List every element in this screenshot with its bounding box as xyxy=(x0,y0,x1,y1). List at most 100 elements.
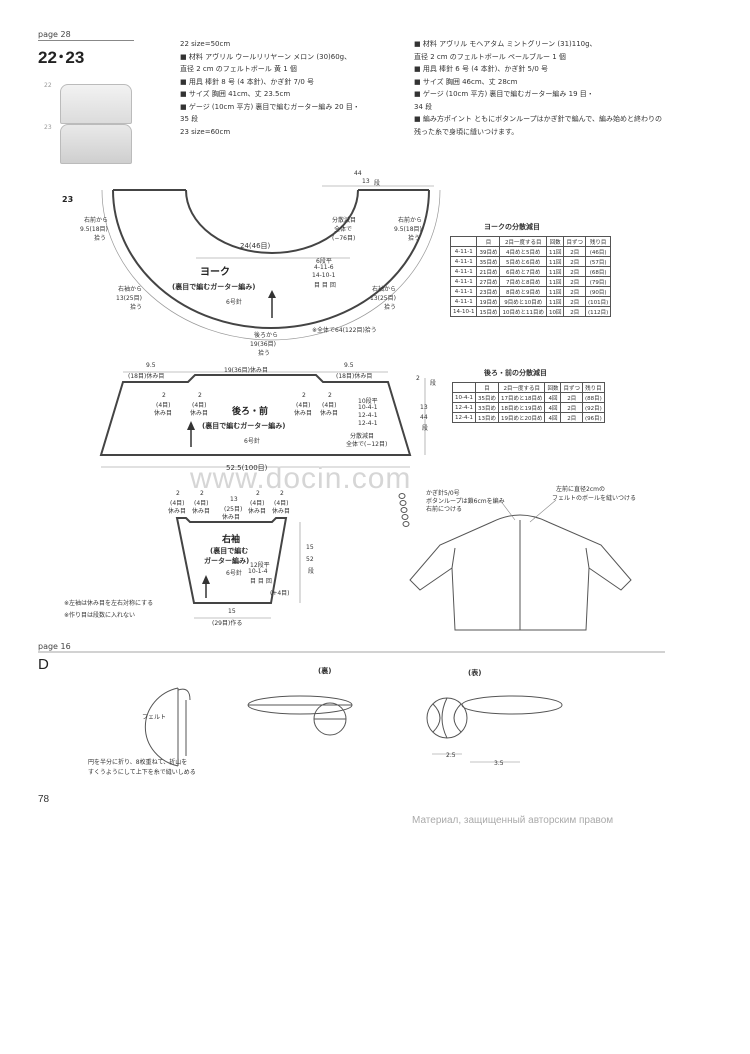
sleeve-side-a: 15 xyxy=(306,544,314,551)
table-cell: 2目 xyxy=(563,246,586,257)
sleeve-method-2: ガーター編み) xyxy=(204,557,250,565)
table-cell: 6目めと7目め xyxy=(499,266,547,277)
body-rest-num: 2 xyxy=(162,392,166,399)
spec-line: ■ 編み方ポイント ともにボタンループはかぎ針で編んで、編み始めと終わりの残った… xyxy=(414,115,663,136)
yoke-left-front-2: 9.5(18目) xyxy=(80,226,108,233)
sleeve-needle: 6号針 xyxy=(226,570,242,577)
body-rest-num: 2 xyxy=(328,392,332,399)
body-side-e: 段 xyxy=(422,425,429,432)
yoke-top-width: 24(46目) xyxy=(240,242,271,250)
table-header-cell xyxy=(452,382,476,393)
felt-dim-a: 2.5 xyxy=(446,752,456,759)
body-table-title: 後ろ・前の分散減目 xyxy=(484,369,547,377)
section-d-page-reference: page 16 xyxy=(38,642,71,651)
table-cell: (90目) xyxy=(584,286,612,297)
table-cell: (79目) xyxy=(584,276,612,287)
table-cell: 4目めと5目め xyxy=(499,246,547,257)
yoke-total-note: ※全体で64(122目)拾う xyxy=(312,327,377,334)
body-method: (裏目で編むガーター編み) xyxy=(202,422,286,430)
body-rest-sts: (4目) xyxy=(192,402,207,409)
yoke-name: ヨーク xyxy=(200,267,230,278)
yoke-rows-2: 4-11-6 xyxy=(314,264,334,271)
body-rest-label: 休み目 xyxy=(294,410,313,417)
yoke-left-sleeve-2: 13(25目) xyxy=(116,295,142,302)
body-rows-1: 10段平 xyxy=(358,398,378,405)
table-cell: 2目 xyxy=(563,256,586,267)
table-cell: 4-11-1 xyxy=(449,286,478,297)
table-cell: 11回 xyxy=(545,296,565,307)
jacket-23-thumbnail xyxy=(60,124,132,164)
section-23-label: 23 xyxy=(62,195,74,204)
body-name: 後ろ・前 xyxy=(232,407,269,417)
spec-line: 22 size=50cm xyxy=(180,40,231,48)
ball-note-1: 左前に直径2cmの xyxy=(556,486,605,493)
body-rest-sts: (4目) xyxy=(296,402,311,409)
table-cell: 9目めと10目め xyxy=(499,296,547,307)
table-cell: 4-11-1 xyxy=(449,266,478,277)
yoke-right-sleeve-1: 右袖から xyxy=(372,286,397,293)
table-cell: 17目めと18目め xyxy=(497,392,546,403)
table-cell: 4回 xyxy=(544,392,562,403)
table-cell: 11回 xyxy=(545,266,565,277)
loop-note-1: かぎ針5/0号 xyxy=(426,490,460,497)
loop-leader-line xyxy=(499,499,516,521)
sleeve-side-c: 段 xyxy=(308,568,315,575)
yoke-top-dim-b: 44 xyxy=(354,170,362,177)
front-label: (表) xyxy=(468,669,482,677)
yoke-needle: 6号針 xyxy=(226,299,242,306)
table-cell: (92目) xyxy=(582,402,605,413)
spec-line: ■ 用具 棒針 6 号 (4 本針)、かぎ針 5/0 号 xyxy=(414,65,549,73)
ball-note-2: フェルトのボールを縫いつける xyxy=(552,495,637,502)
body-top-right-a: 9.5 xyxy=(344,362,354,369)
sleeve-top-2: (4目) xyxy=(274,500,289,507)
table-header-cell: 目 xyxy=(476,236,501,247)
table-cell: 2目 xyxy=(563,306,586,317)
body-arrow-head xyxy=(187,421,195,430)
spec-line: ■ サイズ 胸囲 46cm、丈 28cm xyxy=(414,77,518,86)
table-header-cell: 回数 xyxy=(545,236,565,247)
sleeve-method-1: (裏目で編む xyxy=(210,547,249,555)
table-cell: 2目 xyxy=(563,276,586,287)
table-header-cell: 残り目 xyxy=(584,236,612,247)
table-header-cell: 2目一度する目 xyxy=(499,236,547,247)
sleeve-top-3: 休み目 xyxy=(168,508,187,515)
table-cell: (46目) xyxy=(584,246,612,257)
table-header-cell xyxy=(449,236,478,247)
yoke-rows-3: 14-10-1 xyxy=(312,272,336,279)
sleeve-top-mid-a: 13 xyxy=(230,496,238,503)
table-header-row: 目 2目一度する目 回数 目ずつ 残り目 xyxy=(452,382,605,393)
yoke-left-front-3: 拾う xyxy=(94,235,107,242)
table-cell: (96目) xyxy=(582,412,605,423)
spec-line: 直径 2 cm のフェルトボール ペールブルー 1 個 xyxy=(414,52,566,61)
felt-label: フェルト xyxy=(142,714,167,721)
yoke-decrease-3: (−76目) xyxy=(332,235,356,242)
yoke-top-dim-c: 段 xyxy=(374,180,381,187)
copyright-notice: Материал, защищенный авторским правом xyxy=(412,815,614,826)
body-rest-label: 休み目 xyxy=(154,410,173,417)
body-rows-4: 12-4-1 xyxy=(358,420,378,427)
sleeve-top-3: 休み目 xyxy=(248,508,267,515)
thumb-22-label: 22 xyxy=(44,82,52,89)
sleeve-rows-3: 目 目 回 xyxy=(250,578,272,585)
table-cell: 4-11-1 xyxy=(449,256,478,267)
loop-note-2: ボタンループは鎖6cmを編み xyxy=(426,498,505,505)
page-reference: page 28 xyxy=(38,30,71,39)
finished-jacket-sketch xyxy=(409,514,632,631)
yoke-left-sleeve-1: 右袖から xyxy=(118,286,143,293)
felt-ball-front-view xyxy=(426,695,563,763)
felt-instruction-1: 円を半分に折り、8枚重ねて、折山を xyxy=(88,759,188,766)
table-header-row: 目 2目一度する目 回数 目ずつ 残り目 xyxy=(449,236,612,247)
felt-dim-b: 3.5 xyxy=(494,760,504,767)
body-side-c: 13 xyxy=(420,404,428,411)
body-rest-num: 2 xyxy=(198,392,202,399)
body-needle: 6号針 xyxy=(244,438,260,445)
table-cell: 27目め xyxy=(476,276,501,287)
spec-line: ■ 材料 アヴリル モヘアタム ミントグリーン (31)110g、 xyxy=(414,40,597,48)
pattern-title: 22･23 xyxy=(38,48,85,67)
